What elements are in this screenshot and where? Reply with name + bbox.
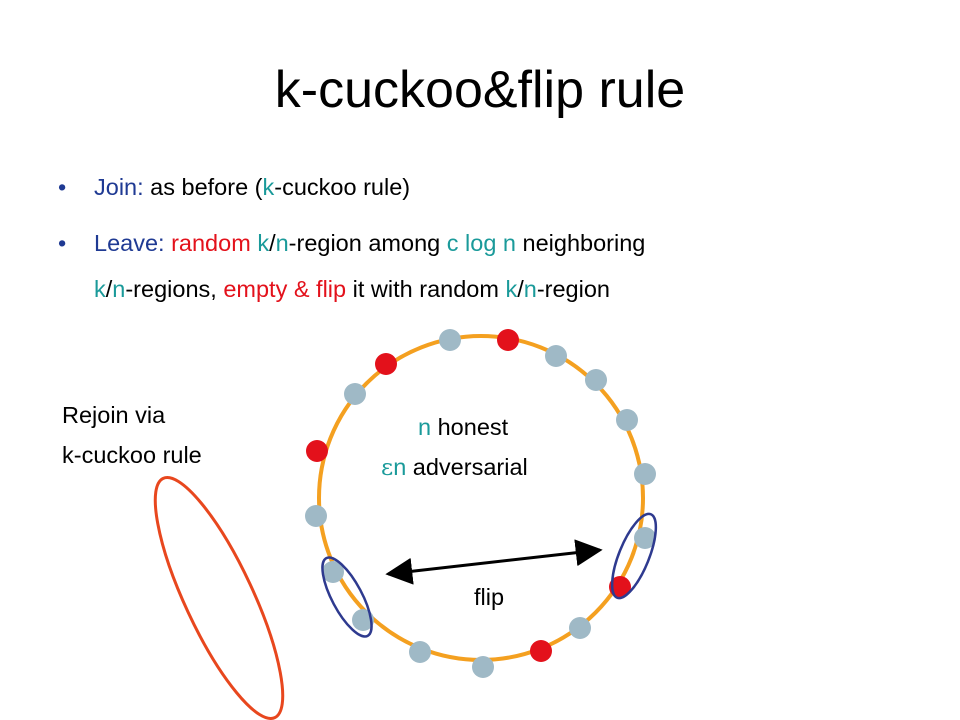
leave-slash-3: /: [517, 276, 524, 302]
adversarial-node: [530, 640, 552, 662]
right-flip-group-ellipse: [610, 512, 658, 600]
honest-node: [569, 617, 591, 639]
bullet-leave: • Leave: random k/n-region among c log n…: [58, 228, 645, 258]
honest-node: [585, 369, 607, 391]
honest-node: [409, 641, 431, 663]
leave-k-2: k: [94, 276, 106, 302]
leave-text-3: -regions,: [125, 276, 224, 302]
leave-empty-flip: empty & flip: [223, 276, 347, 302]
bullet-leave-continued: k/n-regions, empty & flip it with random…: [94, 274, 610, 304]
adversarial-node: [306, 440, 328, 462]
leave-text-2: neighboring: [516, 230, 646, 256]
adversarial-node: [375, 353, 397, 375]
epsilon-symbol: ε: [381, 453, 394, 481]
leave-text-5: -region: [536, 276, 610, 302]
bullet-join: • Join: as before (k-cuckoo rule): [58, 172, 410, 202]
flip-label: flip: [474, 584, 505, 610]
honest-node: [352, 609, 374, 631]
rejoin-ellipse: [153, 476, 285, 720]
honest-n: n: [418, 414, 432, 440]
bullet-marker: •: [58, 174, 67, 200]
leave-text-4: it with random: [346, 276, 506, 302]
leave-keyword: Leave:: [94, 230, 165, 256]
rejoin-label-line-1: Rejoin via: [62, 402, 166, 428]
honest-node: [616, 409, 638, 431]
honest-node: [634, 463, 656, 485]
left-flip-group-ellipse: [321, 556, 373, 638]
leave-k-1: k: [257, 230, 270, 256]
adversarial-node: [497, 329, 519, 351]
adversarial-node: [609, 576, 631, 598]
leave-text-1: -region among: [288, 230, 447, 256]
slide-title: k-cuckoo&flip rule: [274, 61, 686, 119]
adversarial-text: adversarial: [406, 454, 528, 480]
honest-node: [305, 505, 327, 527]
honest-label: n honest: [418, 412, 508, 442]
leave-k-3: k: [505, 276, 518, 302]
leave-slash-2: /: [105, 276, 113, 302]
honest-node: [322, 561, 344, 583]
adversarial-n: n: [393, 454, 407, 480]
honest-node: [634, 527, 656, 549]
rejoin-label-line-2: k-cuckoo rule: [62, 442, 202, 468]
join-text-1: as before (: [143, 174, 263, 200]
honest-node: [344, 383, 366, 405]
join-k: k: [262, 174, 275, 200]
leave-n-3: n: [523, 276, 537, 302]
leave-n-1: n: [275, 230, 289, 256]
adversarial-label: εn adversarial: [381, 452, 528, 482]
honest-node: [545, 345, 567, 367]
bullet-marker: •: [58, 230, 67, 256]
join-text-2: -cuckoo rule): [274, 174, 411, 200]
honest-text: honest: [431, 414, 509, 440]
honest-node: [472, 656, 494, 678]
node-group: [305, 329, 656, 678]
join-keyword: Join:: [94, 174, 144, 200]
honest-node: [439, 329, 461, 351]
leave-random: random: [171, 230, 251, 256]
leave-n-2: n: [112, 276, 126, 302]
leave-slash-1: /: [269, 230, 276, 256]
leave-c-log-n: c log n: [446, 230, 516, 256]
flip-arrow: [385, 539, 603, 585]
